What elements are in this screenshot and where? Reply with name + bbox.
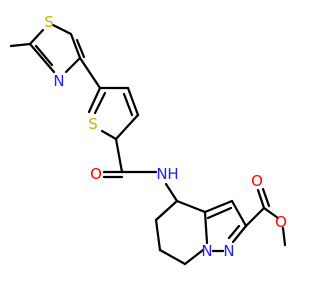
bond-n-c4 [164, 182, 179, 203]
bond-c2-ester-c [244, 206, 266, 228]
bond-n1-c3a [203, 210, 209, 245]
atom-o-ester-carbonyl: O [251, 172, 263, 190]
bond-thiazole-thiophene [78, 56, 102, 90]
bond-c3-c2 [230, 199, 248, 228]
atom-h-amide: H [167, 165, 178, 183]
bond-thiophene-c5-s [100, 129, 118, 141]
bond-c2-n2 [231, 224, 248, 244]
bond-thiazole-c4-n [64, 56, 82, 74]
atom-n-amide: N [156, 165, 167, 183]
bond-thiophene-c3-c4 [126, 86, 140, 117]
bond-ester-c-o [262, 206, 280, 220]
bond-thiazole-c2-s [28, 28, 45, 46]
bond-thiazole-s-c5 [51, 23, 73, 36]
bond-thiophene-c4-c5 [114, 113, 140, 141]
bond-c6-c7 [158, 248, 187, 266]
atom-s-thiazole: S [44, 13, 54, 31]
bond-ester-o-methyl [281, 226, 287, 247]
bonds [9, 23, 287, 266]
atom-s-thiophene: S [88, 115, 98, 133]
atom-labels: S N S O N H N N O O [44, 13, 287, 260]
bond-thiazole-n-c2-inner [34, 44, 54, 67]
atom-o-ester: O [275, 213, 287, 231]
bond-thiophene-s-c2-inner [93, 91, 107, 115]
bond-c7-n1 [183, 248, 205, 266]
bond-ester-c-o-double [256, 188, 266, 210]
bond-c4-c5 [154, 199, 179, 222]
bond-c3a-c3-inner [206, 206, 233, 220]
atom-n-thiazole: N [53, 72, 64, 90]
bond-c2-n2-inner [227, 224, 241, 240]
bond-thiazole-n-c2 [28, 42, 56, 74]
molecule-structure: S N S O N H N N O O [9, 13, 287, 266]
atom-o-carbonyl: O [90, 165, 102, 183]
bond-c5-c6 [154, 218, 162, 252]
bond-thiophene-carbonyl [114, 137, 124, 174]
bond-c3a-c3 [203, 199, 234, 214]
bond-thiophene-c3-c4-inner [122, 92, 134, 117]
atom-n-pyrazole-2: N [223, 242, 234, 260]
bond-thiazole-c5-c4 [69, 32, 82, 60]
bond-ester-c-o-double-2 [261, 187, 271, 208]
bond-thiophene-s-c2 [87, 86, 102, 114]
bond-c4-c3a [175, 199, 207, 214]
atom-n-pyrazole-1: N [201, 242, 212, 260]
bond-thiazole-c5-c4-inner [75, 38, 86, 59]
bond-methyl-thiazole [9, 42, 32, 48]
